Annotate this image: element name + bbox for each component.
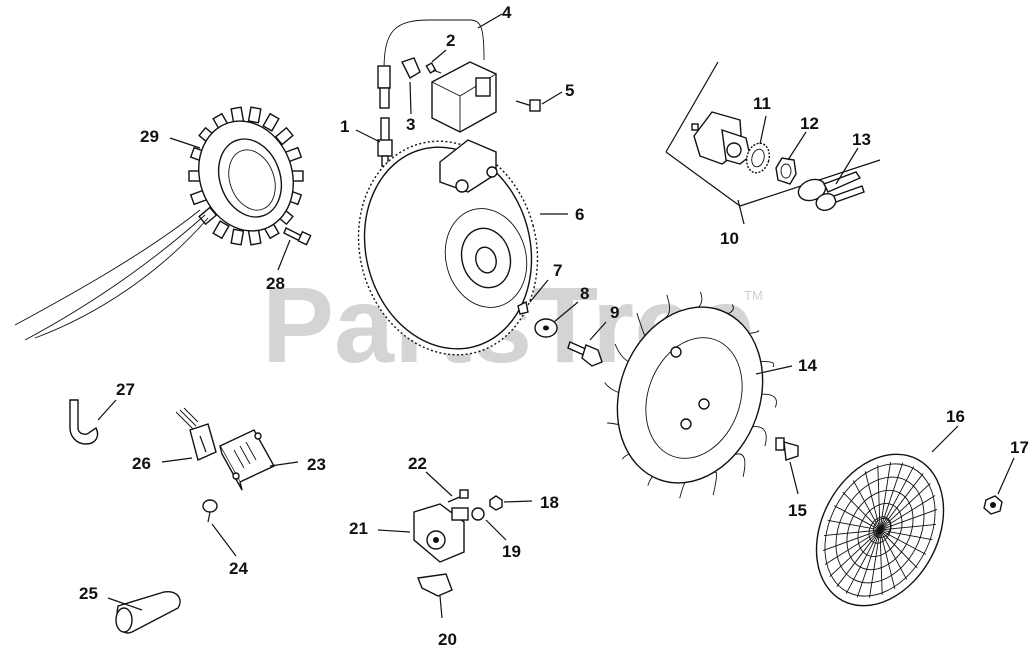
- spark-plug-part[interactable]: [377, 117, 393, 167]
- wire-clamp-part[interactable]: [69, 399, 99, 445]
- callout-21[interactable]: 21: [349, 519, 368, 538]
- flywheel-key-part[interactable]: [517, 300, 529, 315]
- callout-29[interactable]: 29: [140, 127, 159, 146]
- callout-18[interactable]: 18: [540, 493, 559, 512]
- coil-screw-part[interactable]: [425, 62, 442, 74]
- callout-25[interactable]: 25: [79, 584, 98, 603]
- callout-23[interactable]: 23: [307, 455, 326, 474]
- coil-bolt-part[interactable]: [515, 99, 541, 112]
- stator-part[interactable]: [14, 106, 308, 341]
- callout-26[interactable]: 26: [132, 454, 151, 473]
- terminal-boot-part[interactable]: [115, 591, 181, 634]
- callout-8[interactable]: 8: [580, 284, 589, 303]
- callout-27[interactable]: 27: [116, 380, 135, 399]
- fan-screw-part[interactable]: [775, 437, 799, 461]
- callout-9[interactable]: 9: [610, 303, 619, 322]
- callout-2[interactable]: 2: [446, 31, 455, 50]
- callout-labels: 1 2 3 4 5 6 7 8 9 10 11 12 13 14 15 16 1…: [79, 3, 1029, 649]
- callout-10[interactable]: 10: [720, 229, 739, 248]
- callout-19[interactable]: 19: [502, 542, 521, 561]
- flywheel-washer-part[interactable]: [534, 318, 558, 338]
- flywheel-bolt-part[interactable]: [567, 341, 603, 367]
- rectifier-part[interactable]: [413, 503, 469, 563]
- switch-lockwasher-part[interactable]: [743, 141, 772, 176]
- mounting-clip-part[interactable]: [417, 573, 453, 597]
- flywheel-part[interactable]: [335, 121, 561, 375]
- callout-28[interactable]: 28: [266, 274, 285, 293]
- callout-12[interactable]: 12: [800, 114, 819, 133]
- grille-nut-part[interactable]: [983, 495, 1003, 515]
- callout-13[interactable]: 13: [852, 130, 871, 149]
- callout-20[interactable]: 20: [438, 630, 457, 649]
- callout-24[interactable]: 24: [229, 559, 248, 578]
- rectifier-screw-part[interactable]: [447, 489, 469, 503]
- callout-7[interactable]: 7: [553, 261, 562, 280]
- callout-14[interactable]: 14: [798, 356, 817, 375]
- callout-16[interactable]: 16: [946, 407, 965, 426]
- watermark-tm: TM: [744, 288, 763, 303]
- callout-1[interactable]: 1: [340, 117, 349, 136]
- coil-clip-part[interactable]: [401, 57, 421, 79]
- switch-keys-part[interactable]: [795, 171, 865, 213]
- callout-15[interactable]: 15: [788, 501, 807, 520]
- callout-4[interactable]: 4: [502, 3, 512, 22]
- callout-6[interactable]: 6: [575, 205, 584, 224]
- stator-screw-part[interactable]: [283, 227, 312, 246]
- ignition-coil-part[interactable]: [377, 19, 497, 133]
- callout-22[interactable]: 22: [408, 454, 427, 473]
- leader-lines: [97, 13, 1015, 619]
- callout-11[interactable]: 11: [753, 94, 771, 113]
- switch-nut-part[interactable]: [775, 157, 797, 185]
- ignition-switch-part[interactable]: [691, 111, 751, 165]
- voltage-regulator-part[interactable]: [219, 429, 275, 491]
- callout-5[interactable]: 5: [565, 81, 574, 100]
- regulator-screw-part[interactable]: [202, 499, 218, 523]
- rectifier-washer-part[interactable]: [471, 507, 485, 521]
- connector-part[interactable]: [175, 407, 217, 461]
- grille-screen-part[interactable]: [791, 432, 969, 628]
- callout-3[interactable]: 3: [406, 115, 415, 134]
- rectifier-nut-part[interactable]: [489, 495, 503, 511]
- cooling-fan-part[interactable]: [593, 286, 786, 503]
- callout-17[interactable]: 17: [1010, 438, 1029, 457]
